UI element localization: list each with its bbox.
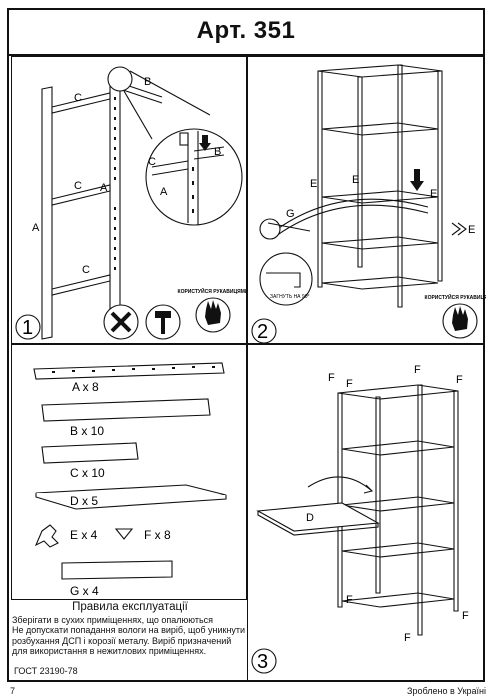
step3-number: 3 [257,651,268,673]
label-a-left: A [32,222,40,234]
made-in-text: Зроблено в Україні [407,686,486,696]
rules-line: розбухання ДСП і корозії металу. Виріб п… [12,635,232,646]
label-f6: F [462,610,469,622]
rules-line: для використання в нежитлових приміщення… [12,646,207,656]
gloves-text: КОРИСТУЙСЯ РУКАВИЦЯМИ [178,287,248,295]
step1-panel: КОРИСТУЙСЯ РУКАВИЦЯМИ A A A B B C C C C … [11,56,248,344]
label-d: D [306,512,314,524]
rules-line: Зберігати в сухих приміщеннях, що опалюю… [12,614,214,625]
rules-title: Правила експлуатації [72,601,188,613]
part-c-drawing [41,442,139,464]
label-f3: F [414,364,421,376]
glove-icon: КОРИСТУЙСЯ РУКАВИЦЯМИ [425,293,486,331]
label-c-zoom: C [148,156,156,168]
part-c-label: C x 10 [70,466,105,480]
part-f-label: F x 8 [144,528,171,542]
part-b-label: B x 10 [70,424,104,438]
label-b-zoom: B [214,146,221,158]
label-a-mid: A [100,182,108,194]
label-e-right: E [468,224,475,236]
label-e2: E [352,174,359,186]
arrow-down-icon [410,169,424,191]
part-b-drawing [41,398,211,422]
parts-panel: A x 8 B x 10 C x 10 D x 5 E x 4 F x 8 G … [11,344,247,600]
label-f1: F [328,372,335,384]
step2-panel: КОРИСТУЙСЯ РУКАВИЦЯМИ E E E E G ЗАГНУТЬ … [247,56,486,344]
step2-number: 2 [257,321,268,343]
glove-icon: КОРИСТУЙСЯ РУКАВИЦЯМИ [178,287,248,325]
part-a-drawing [33,362,225,380]
label-c3: C [82,264,90,276]
bend-text: ЗАГНУТЬ НА 90° [270,294,309,300]
label-f5: F [346,594,353,606]
label-a-zoom: A [160,186,168,198]
part-g-drawing [61,560,173,580]
gloves-text: КОРИСТУЙСЯ РУКАВИЦЯМИ [425,293,486,301]
label-f2: F [346,378,353,390]
label-e3: E [430,188,437,200]
rubber-mallet-icon [155,311,171,334]
part-a-label: A x 8 [72,380,99,394]
part-f-drawing [114,528,134,540]
title-box: Арт. 351 [7,8,485,56]
parts-drawing: A x 8 B x 10 C x 10 D x 5 E x 4 F x 8 G … [33,362,227,598]
rules-line: Не допускати попадання вологи на виріб, … [12,625,246,635]
page-title: Арт. 351 [196,17,296,44]
label-g: G [286,208,295,220]
label-f7: F [404,632,411,644]
label-c1: C [74,92,82,104]
step1-number: 1 [22,317,33,339]
part-g-label: G x 4 [70,584,99,598]
step2-drawing: КОРИСТУЙСЯ РУКАВИЦЯМИ E E E E G ЗАГНУТЬ … [251,64,486,344]
step3-drawing: D F F F F F F F 3 [251,364,469,674]
page-number: 7 [10,686,16,696]
label-c2: C [74,180,82,192]
no-hammer-icon [110,311,132,333]
part-d-label: D x 5 [70,494,98,508]
part-e-drawing [34,524,59,548]
step1-drawing: КОРИСТУЙСЯ РУКАВИЦЯМИ A A A B B C C C C … [15,66,248,340]
gost-standard: ГОСТ 23190-78 [14,666,78,676]
label-b-top: B [144,76,151,88]
part-e-label: E x 4 [70,528,98,542]
usage-rules: Правила експлуатації Зберігати в сухих п… [12,602,248,657]
label-e1: E [310,178,317,190]
label-f4: F [456,374,463,386]
step3-panel: D F F F F F F F 3 [247,344,485,682]
